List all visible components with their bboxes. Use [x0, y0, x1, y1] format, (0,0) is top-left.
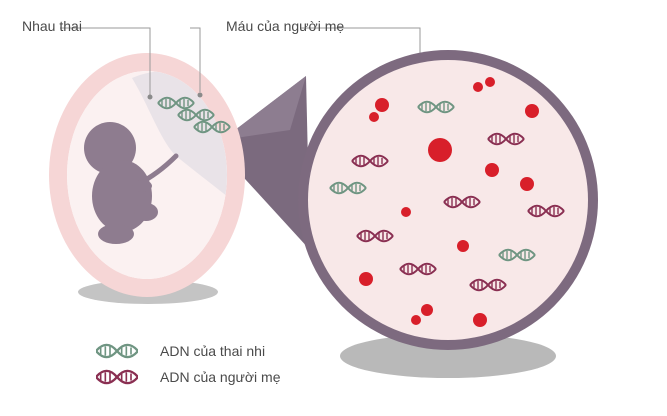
legend-maternal: ADN của người mẹ	[96, 368, 280, 386]
blood-cell	[428, 138, 452, 162]
magnifier-shadow	[340, 334, 556, 378]
placenta-leader-dot	[147, 94, 153, 100]
blood-cell	[473, 313, 487, 327]
legend-fetal-label: ADN của thai nhi	[160, 343, 266, 359]
blood-cell	[473, 82, 483, 92]
blood-cell	[359, 272, 373, 286]
blood-cell	[369, 112, 379, 122]
blood-cell	[525, 104, 539, 118]
blood-cells	[359, 77, 539, 327]
placenta-label: Nhau thai	[22, 18, 82, 34]
legend-maternal-label: ADN của người mẹ	[160, 369, 281, 385]
legend-fetal: ADN của thai nhi	[96, 342, 265, 360]
maternal-dna-icon	[96, 369, 138, 385]
blood-cell	[485, 163, 499, 177]
fetus-icon	[84, 122, 158, 244]
maternal-blood-label: Máu của người mẹ	[226, 18, 345, 34]
blood-cell	[520, 177, 534, 191]
blood-leader	[190, 27, 201, 92]
blood-cell	[485, 77, 495, 87]
blood-cell	[411, 315, 421, 325]
zoom-cone-shade	[222, 76, 306, 140]
blood-cell	[401, 207, 411, 217]
fetal-dna-icon	[96, 343, 138, 359]
blood-cell	[421, 304, 433, 316]
uterus-illustration	[49, 53, 245, 297]
blood-leader-dot	[197, 92, 203, 98]
blood-cell	[457, 240, 469, 252]
blood-cell	[375, 98, 389, 112]
placenta-leader	[60, 27, 151, 96]
